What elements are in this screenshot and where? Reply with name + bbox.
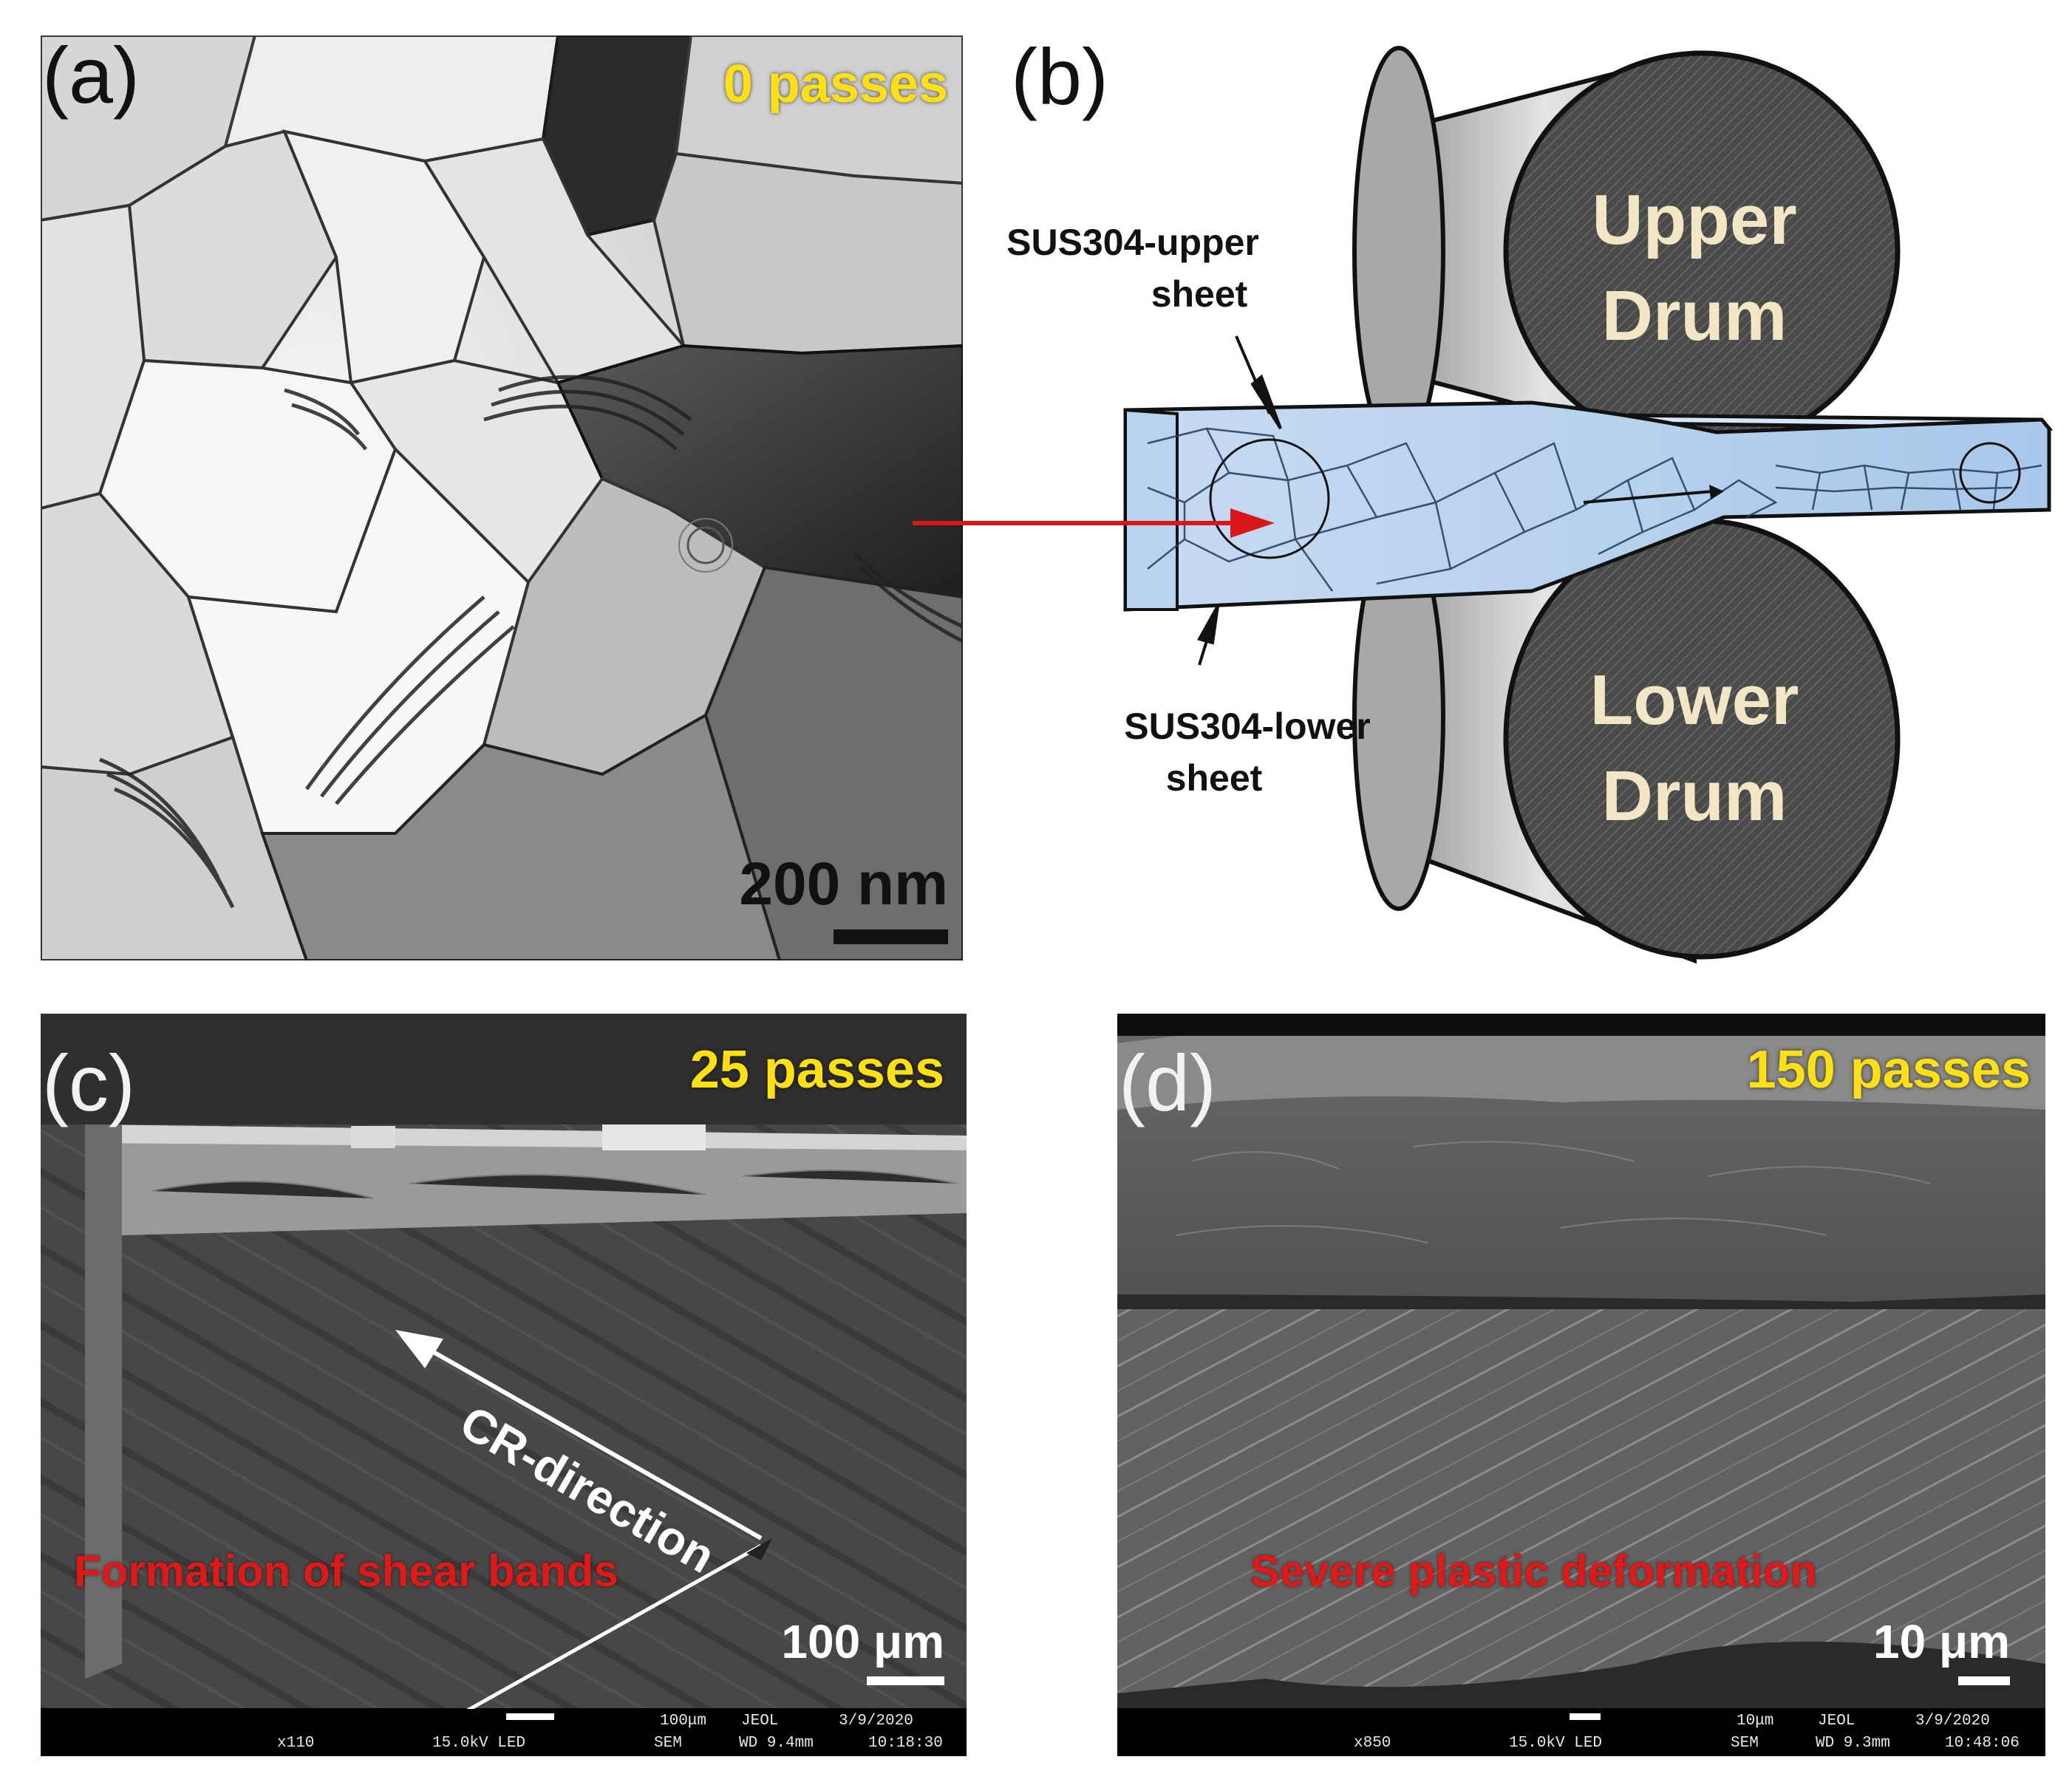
sus304-sheet xyxy=(1123,400,2054,612)
sem-c-wd: WD 9.4mm xyxy=(739,1735,814,1752)
upper-drum-label-1: Upper xyxy=(1592,180,1796,259)
panel-a-scale-bar xyxy=(834,929,948,944)
panel-d-sem-info-bar: 10μm JEOL 3/9/2020 x850 15.0kV LED SEM W… xyxy=(1117,1709,2045,1756)
panel-c-sem-image: CR-direction (c) 25 passes Formation of … xyxy=(41,1014,967,1756)
rolling-diagram: SUS304-upper sheet SUS304-lower sheet Up… xyxy=(1006,46,2054,964)
sem-d-brand: JEOL xyxy=(1818,1713,1855,1730)
sem-d-mag: x850 xyxy=(1354,1735,1391,1752)
upper-drum xyxy=(1352,46,1901,457)
lower-sheet-label-1: SUS304-lower xyxy=(1124,706,1370,747)
panel-d-passes: 150 passes xyxy=(1746,1040,2031,1099)
panel-d-sem-image: (d) 150 passes Severe plastic deformatio… xyxy=(1117,1014,2045,1756)
panel-d-scale-bar xyxy=(1958,1676,2010,1685)
cr-direction-arrow xyxy=(395,1330,763,1540)
sem-d-voltage: 15.0kV LED xyxy=(1509,1735,1603,1752)
upper-drum-label-2: Drum xyxy=(1602,276,1788,355)
lower-drum-label-1: Lower xyxy=(1590,661,1799,740)
sem-c-voltage: 15.0kV LED xyxy=(432,1735,526,1752)
panel-b-schematic: (b) xyxy=(963,0,2072,968)
sem-d-wd: WD 9.3mm xyxy=(1816,1735,1890,1752)
sem-c-top-scale: 100μm xyxy=(660,1713,707,1730)
sem-c-time: 10:18:30 xyxy=(868,1735,943,1752)
sem-d-mode: SEM xyxy=(1731,1735,1759,1752)
panel-b-label: (b) xyxy=(1011,32,1108,121)
panel-c-label: (c) xyxy=(42,1038,135,1127)
lower-drum xyxy=(1352,514,1901,964)
panel-d-caption: Severe plastic deformation xyxy=(1250,1546,1817,1596)
sem-d-top-scale: 10μm xyxy=(1737,1713,1774,1730)
lower-drum-label-2: Drum xyxy=(1602,757,1788,836)
panel-a-tem-image: (a) 0 passes 200 nm xyxy=(41,35,963,960)
sem-d-date: 3/9/2020 xyxy=(1915,1713,1990,1730)
panel-c-sem-info-bar: 100μm JEOL 3/9/2020 x110 15.0kV LED SEM … xyxy=(41,1709,967,1756)
sem-c-date: 3/9/2020 xyxy=(839,1713,913,1730)
panel-c-sem-scale-bar xyxy=(506,1713,554,1720)
lower-sheet-label-2: sheet xyxy=(1166,757,1263,799)
panel-a-scale-text: 200 nm xyxy=(739,850,948,918)
sem-d-time: 10:48:06 xyxy=(1945,1735,2020,1752)
panel-a-label: (a) xyxy=(42,35,140,120)
sem-c-brand: JEOL xyxy=(741,1713,779,1730)
panel-d-label: (d) xyxy=(1119,1038,1216,1127)
upper-sheet-label-2: sheet xyxy=(1151,273,1248,315)
sem-c-mode: SEM xyxy=(654,1735,682,1752)
panel-d-scale-text: 10 μm xyxy=(1872,1615,2010,1668)
panel-c-caption: Formation of shear bands xyxy=(74,1546,618,1596)
panel-d-sem-scale-bar xyxy=(1570,1713,1601,1720)
tem-micrograph xyxy=(41,35,963,960)
sem-c-mag: x110 xyxy=(277,1735,315,1752)
panel-c-scale-bar xyxy=(867,1676,944,1685)
panel-c-passes: 25 passes xyxy=(689,1040,944,1099)
panel-a-passes: 0 passes xyxy=(723,55,948,114)
panel-c-scale-text: 100 μm xyxy=(781,1615,944,1668)
upper-sheet-label-1: SUS304-upper xyxy=(1006,222,1259,263)
